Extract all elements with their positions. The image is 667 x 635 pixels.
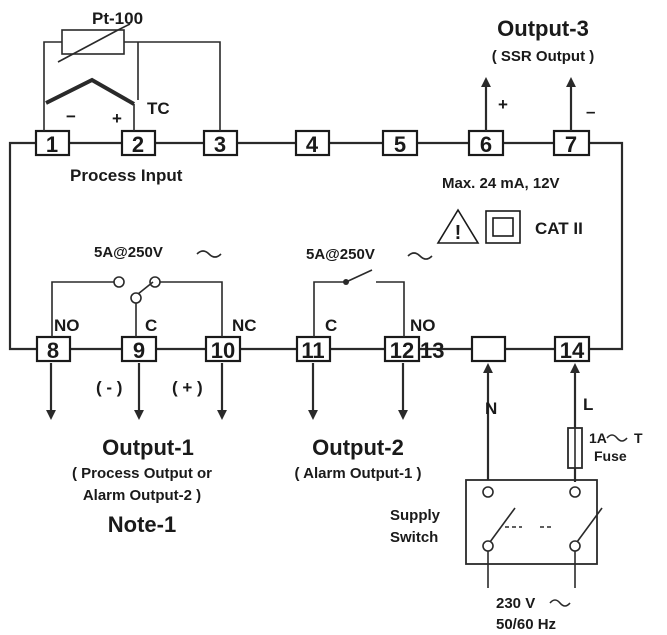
terminal-1-label: 1 bbox=[46, 132, 58, 157]
polarity-minus-label: ( - ) bbox=[96, 378, 122, 397]
process-input-label: Process Input bbox=[70, 166, 183, 185]
terminal-9-label: 9 bbox=[133, 338, 145, 363]
terminal-2 bbox=[120, 129, 157, 157]
terminal-12-label: 12 bbox=[390, 338, 414, 363]
terminal-6 bbox=[467, 129, 505, 157]
cat-label: CAT II bbox=[535, 219, 583, 238]
output1-caption: Output-1 ( Process Output or Alarm Outpu… bbox=[72, 435, 212, 537]
fuse-ac-icon bbox=[606, 434, 628, 442]
output1-line1: ( Process Output or bbox=[72, 465, 212, 482]
pt100-resistor bbox=[61, 29, 125, 55]
relay-2: 5A@250V C NO bbox=[306, 246, 436, 337]
relay-1: 5A@250V NO C NC bbox=[51, 244, 257, 337]
terminal-5 bbox=[381, 129, 419, 157]
tc-plus-label: + bbox=[112, 109, 122, 128]
terminal-10-label: 10 bbox=[211, 338, 235, 363]
terminal-9 bbox=[120, 335, 158, 363]
terminal-14 bbox=[553, 335, 591, 363]
relay2-rating: 5A@250V bbox=[306, 246, 375, 263]
terminal-7 bbox=[552, 129, 591, 157]
terminal-8 bbox=[35, 335, 72, 363]
relay1-rating: 5A@250V bbox=[94, 244, 163, 261]
bottom-terminal-block: 8 9 10 11 12 13 14 bbox=[35, 335, 591, 363]
relay1-contact-arm bbox=[137, 281, 154, 295]
terminal-4 bbox=[294, 129, 331, 157]
fuse-rating-label: 1A bbox=[589, 430, 607, 446]
warning-triangle-icon bbox=[436, 208, 480, 244]
output3-subtitle: ( SSR Output ) bbox=[492, 48, 594, 65]
ssr-plus-label: + bbox=[498, 95, 508, 114]
pt100-thermistor-slash bbox=[57, 23, 131, 63]
terminal-2-label: 2 bbox=[132, 132, 144, 157]
tc-minus-label: − bbox=[66, 107, 76, 126]
terminal-6-label: 6 bbox=[480, 132, 492, 157]
relay2-ac-icon bbox=[407, 252, 433, 260]
terminal-3-label: 3 bbox=[214, 132, 226, 157]
fuse-label: Fuse bbox=[594, 448, 627, 464]
output2-caption: Output-2 ( Alarm Output-1 ) bbox=[295, 435, 422, 482]
output2-subtitle: ( Alarm Output-1 ) bbox=[295, 465, 422, 482]
fuse-type-label: T bbox=[634, 430, 643, 446]
output1-title: Output-1 bbox=[102, 435, 194, 460]
warning-exclamation-icon: ! bbox=[455, 222, 462, 244]
relay1-ac-icon bbox=[196, 250, 222, 258]
relay2-c-label: C bbox=[325, 316, 337, 335]
ssr-minus-label: – bbox=[586, 102, 595, 121]
relay2-no-label: NO bbox=[410, 316, 436, 335]
safety-markings: ! CAT II bbox=[436, 208, 583, 244]
tc-label: TC bbox=[147, 99, 170, 118]
terminal-13 bbox=[470, 335, 507, 363]
terminal-7-label: 7 bbox=[565, 132, 577, 157]
output1-line2: Alarm Output-2 ) bbox=[83, 487, 201, 504]
mains-voltage-label: 230 V bbox=[496, 595, 535, 612]
double-insulation-icon bbox=[485, 210, 521, 244]
output-arrows: ( - ) ( + ) bbox=[46, 363, 408, 420]
thermocouple-symbol bbox=[45, 77, 135, 106]
process-input-sensors: Pt-100 − + TC Process Input bbox=[43, 9, 221, 185]
output3-ssr: Output-3 ( SSR Output ) + – Max. 24 mA, … bbox=[442, 16, 595, 192]
output2-title: Output-2 bbox=[312, 435, 404, 460]
relay1-no-label: NO bbox=[54, 316, 80, 335]
relay1-nc-label: NC bbox=[232, 316, 257, 335]
max-rating-label: Max. 24 mA, 12V bbox=[442, 175, 560, 192]
output3-title: Output-3 bbox=[497, 16, 589, 41]
relay1-c-label: C bbox=[145, 316, 157, 335]
switch-label: Switch bbox=[390, 529, 438, 546]
terminal-4-label: 4 bbox=[306, 132, 319, 157]
polarity-plus-label: ( + ) bbox=[172, 378, 203, 397]
terminal-11-label: 11 bbox=[301, 338, 324, 363]
terminal-13-label: 13 bbox=[420, 338, 444, 363]
neutral-label: N bbox=[485, 399, 497, 418]
line-label: L bbox=[583, 395, 593, 414]
terminal-8-label: 8 bbox=[47, 338, 59, 363]
terminal-10 bbox=[204, 335, 242, 363]
top-terminal-block: 1 2 3 4 5 6 7 bbox=[8, 129, 624, 351]
pt100-label: Pt-100 bbox=[92, 9, 143, 28]
terminal-1 bbox=[34, 129, 71, 157]
terminal-14-label: 14 bbox=[560, 338, 585, 363]
supply-label: Supply bbox=[390, 507, 441, 524]
supply-switch-box bbox=[465, 479, 598, 565]
power-supply: N L 1A T Fuse Supply Switch 230 V 50/60 … bbox=[390, 363, 643, 633]
note-label: Note-1 bbox=[108, 512, 176, 537]
terminal-5-label: 5 bbox=[394, 132, 406, 157]
mains-frequency-label: 50/60 Hz bbox=[496, 616, 556, 633]
terminal-12 bbox=[383, 335, 421, 363]
mains-ac-icon bbox=[549, 599, 571, 607]
